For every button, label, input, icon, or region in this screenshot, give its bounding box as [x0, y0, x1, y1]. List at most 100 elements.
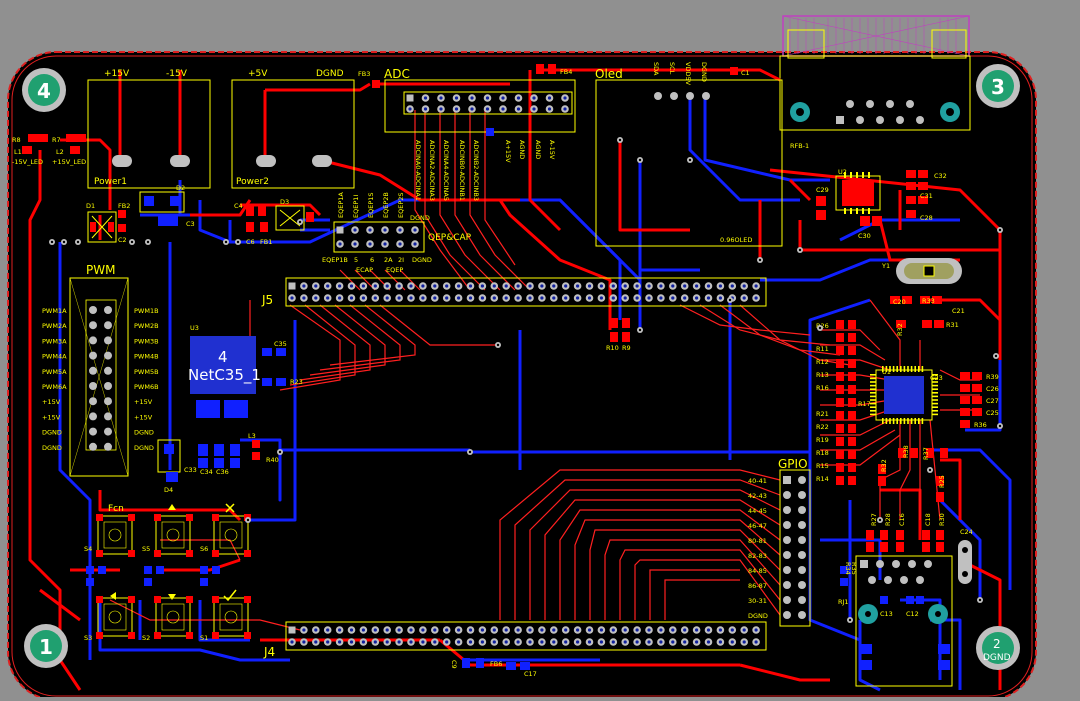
j5-pin-drill	[445, 296, 449, 300]
pwm-pin	[104, 397, 112, 406]
pwm-left-label: DGND	[42, 444, 62, 452]
j4-pin-drill	[611, 628, 615, 632]
j5-pin-drill	[504, 296, 508, 300]
via-drill	[236, 240, 240, 244]
right-passives: R39 C26 C27 C25 R36 C20 R33 C21 R31 R32	[890, 296, 999, 429]
via-drill	[468, 450, 472, 454]
qep-pin-drill	[353, 228, 357, 232]
mounting-hole-label: 2	[993, 637, 1001, 651]
u1-pin	[870, 413, 876, 416]
qep-top-label: EQEP2S	[397, 192, 405, 218]
j4-pin-drill	[528, 640, 532, 644]
adc-pin-drill	[501, 96, 505, 100]
r23-label: R23	[290, 378, 303, 386]
c3-label: C3	[186, 220, 195, 228]
j4-pin-drill	[385, 628, 389, 632]
net-line1: 4	[218, 348, 228, 366]
r34-label: R34	[844, 562, 852, 575]
pwm-right-labels: PWM1BPWM2BPWM3BPWM4BPWM5BPWM6B+15V+15VDG…	[134, 307, 159, 452]
resistor-pad	[836, 359, 844, 368]
u1-pin	[932, 388, 938, 390]
resistor-pad	[836, 450, 844, 459]
via-drill	[224, 240, 228, 244]
j5-pin-drill	[552, 284, 556, 288]
j4-pin-drill	[706, 640, 711, 644]
j5-pin-drill	[349, 284, 354, 288]
j4-pin-drill	[659, 640, 663, 644]
header-j4: J4	[263, 621, 767, 659]
adc-right-pin-label: AGND	[518, 140, 526, 159]
pwm-right-label: PWM3B	[134, 337, 159, 345]
button-resistor-pad	[144, 566, 152, 574]
j5-pin-drill	[385, 284, 389, 288]
j4-pin-drill	[647, 640, 651, 644]
u1-pin	[932, 381, 938, 383]
d2-label: D2	[176, 184, 185, 192]
pwm-pin	[104, 336, 112, 345]
j4-pin-drill	[552, 628, 556, 632]
adc-pin-grid	[406, 94, 569, 113]
j5-pin-drill	[457, 284, 461, 288]
j5-pin-drill	[695, 284, 699, 288]
button-outline	[97, 515, 133, 555]
via-drill	[728, 298, 732, 302]
j4-pin-drill	[730, 640, 734, 644]
c29-label: C29	[816, 186, 829, 194]
j4-pin-drill	[706, 628, 711, 632]
r17-label: R17	[858, 400, 871, 408]
j5-pin-drill	[587, 284, 592, 288]
mounting-hole-label: 1	[39, 635, 53, 659]
power1-left-label: +15V	[104, 69, 130, 79]
j4-pin-drill	[647, 628, 651, 632]
button-pad	[96, 596, 103, 603]
l1-label: L1	[14, 148, 22, 156]
button-label-s6: S6	[200, 545, 208, 553]
button-cap	[161, 521, 185, 549]
gpio-pin	[783, 551, 791, 559]
u1-pin	[903, 418, 906, 424]
resistor-pad	[848, 476, 856, 485]
pwm-header: PWM PWM1APWM2APWM3APWM4APWM5APWM6A+15V+1…	[42, 263, 159, 477]
d1-label: D1	[86, 202, 95, 210]
adc-pin-drill	[547, 107, 552, 111]
button-dome	[224, 528, 238, 542]
gpio-pin	[783, 491, 791, 499]
resistor-pad	[848, 424, 856, 433]
j5-pin-drill	[361, 296, 365, 300]
j5-pin-drill	[468, 284, 473, 288]
j5-pin-drill	[397, 284, 401, 288]
u1-pin	[932, 392, 938, 394]
lower-right-passives: R32 R37 R38 R25 R27 R28 C16 C18 R30 C24	[866, 445, 973, 584]
u1-pin-ring	[870, 366, 938, 424]
regulator-cluster: C33 C34 C36 D4 L3 R40	[157, 432, 279, 494]
j4-pin-drill	[373, 640, 377, 644]
j5-pin-drill	[718, 284, 723, 288]
r11-label: R11	[816, 345, 829, 353]
gpio-pin-label: DGND	[748, 612, 768, 620]
button-cap	[219, 603, 243, 631]
via-drill	[688, 158, 692, 162]
rj45-connector: R34 R35 RJ1 C13 C12	[838, 555, 953, 687]
via-drill	[130, 240, 134, 244]
mounting-hole-3: 3	[976, 64, 1020, 108]
mounting-hole-4: 4	[22, 68, 66, 112]
pwm-pin	[89, 366, 97, 375]
j4-pin-drill	[754, 640, 758, 644]
resistor-pad	[848, 398, 856, 407]
u1-pin	[932, 406, 938, 408]
adc-pin	[406, 94, 414, 102]
pwm-pin	[89, 336, 97, 345]
j4-pin-drill	[623, 640, 627, 644]
qep-top-label: EQEP1A	[337, 192, 345, 218]
adc-pin-label: ADCINA2-ADCINA3	[428, 140, 436, 201]
l3-label: L3	[248, 432, 256, 440]
led-left-label: -15V_LED	[12, 158, 43, 166]
adc-pin-label: ADCINB2-ADCINB3	[472, 140, 480, 201]
button-pad	[128, 550, 135, 557]
u1-pin	[870, 388, 876, 390]
r16-label: R16	[816, 384, 829, 392]
u1-pin	[932, 384, 938, 387]
pwm-pin	[104, 306, 112, 314]
oled-pin-label: DGND	[700, 62, 708, 82]
j5-pin-drill	[480, 296, 484, 300]
